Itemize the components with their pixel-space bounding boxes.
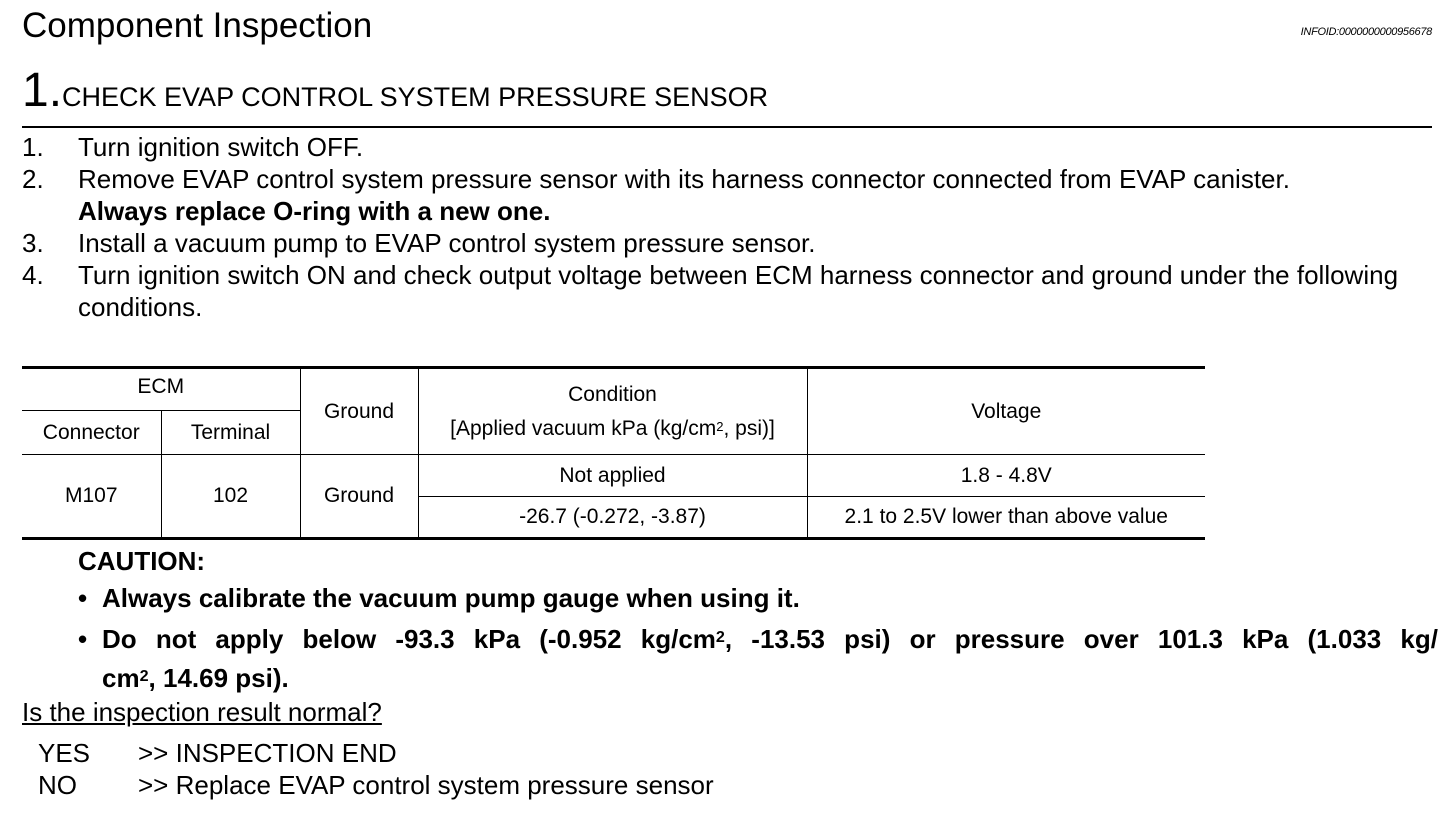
list-item: 4. Turn ignition switch ON and check out… xyxy=(22,259,1442,323)
answer-list: YES >> INSPECTION END NO >> Replace EVAP… xyxy=(38,737,714,801)
header-condition-sub: [Applied vacuum kPa (kg/cm2, psi)] xyxy=(450,416,775,440)
step-number: 1. xyxy=(22,64,63,117)
caution-label: CAUTION: xyxy=(78,546,206,576)
bullet-marker: • xyxy=(78,583,88,613)
answer-key: NO xyxy=(38,770,77,800)
answer-key: YES xyxy=(38,738,91,768)
step-item-number: 1. xyxy=(22,132,44,162)
answer-value: >> INSPECTION END xyxy=(138,738,397,768)
header-ecm: ECM xyxy=(22,366,301,411)
info-id: INFOID:0000000000956678 xyxy=(1300,26,1433,38)
table-row: M107 102 Ground Not applied 1.8 - 4.8V xyxy=(22,454,1205,540)
step-item-note: Always replace O-ring with a new one. xyxy=(78,196,551,226)
procedure-steps: 1. Turn ignition switch OFF. 2. Remove E… xyxy=(22,131,1442,323)
caution-item-line: Do not apply below -93.3 kPa (-0.952 kg/… xyxy=(102,624,1438,654)
step-item-text: Install a vacuum pump to EVAP control sy… xyxy=(78,228,816,258)
bullet-marker: • xyxy=(78,624,88,654)
header-ground: Ground xyxy=(300,366,419,455)
cell-condition: -26.7 (-0.272, -3.87) xyxy=(418,496,808,540)
caution-item-line: cm2, 14.69 psi). xyxy=(102,663,289,693)
header-condition: Condition [Applied vacuum kPa (kg/cm2, p… xyxy=(418,366,808,455)
header-connector: Connector xyxy=(22,410,162,455)
step-item-text: Turn ignition switch ON and check output… xyxy=(78,260,1399,322)
page-title: Component Inspection xyxy=(22,6,373,45)
step-item-text: Turn ignition switch OFF. xyxy=(78,132,364,162)
cell-terminal: 102 xyxy=(161,454,301,540)
header-condition-label: Condition xyxy=(568,382,657,406)
caution-item: • Always calibrate the vacuum pump gauge… xyxy=(78,579,1438,618)
header-terminal: Terminal xyxy=(161,410,301,455)
caution-item: • Do not apply below -93.3 kPa (-0.952 k… xyxy=(78,620,1438,698)
step-item-text: Remove EVAP control system pressure sens… xyxy=(78,164,1290,194)
answer-row: YES >> INSPECTION END xyxy=(38,737,714,769)
cell-voltage: 1.8 - 4.8V xyxy=(807,454,1205,497)
step-heading: 1.CHECK EVAP CONTROL SYSTEM PRESSURE SEN… xyxy=(22,66,768,116)
cell-connector: M107 xyxy=(22,454,162,540)
cell-voltage: 2.1 to 2.5V lower than above value xyxy=(807,496,1205,540)
list-item: 1. Turn ignition switch OFF. xyxy=(22,131,1442,163)
step-item-number: 4. xyxy=(22,260,44,290)
list-item: 2. Remove EVAP control system pressure s… xyxy=(22,163,1442,227)
list-item: 3. Install a vacuum pump to EVAP control… xyxy=(22,227,1442,259)
step-item-number: 3. xyxy=(22,228,44,258)
heading-divider xyxy=(22,126,1432,128)
caution-item-text: Always calibrate the vacuum pump gauge w… xyxy=(102,583,800,613)
answer-value: >> Replace EVAP control system pressure … xyxy=(138,770,714,800)
caution-block: CAUTION: • Always calibrate the vacuum p… xyxy=(78,545,1438,698)
table-row: -26.7 (-0.272, -3.87) 2.1 to 2.5V lower … xyxy=(22,496,1205,540)
header-voltage: Voltage xyxy=(807,366,1205,455)
cell-ground: Ground xyxy=(300,454,419,540)
inspection-question: Is the inspection result normal? xyxy=(22,697,382,727)
answer-row: NO >> Replace EVAP control system pressu… xyxy=(38,769,714,801)
step-item-number: 2. xyxy=(22,164,44,194)
voltage-spec-table: ECM Ground Condition [Applied vacuum kPa… xyxy=(22,366,1205,540)
cell-condition: Not applied xyxy=(418,454,808,497)
step-title: CHECK EVAP CONTROL SYSTEM PRESSURE SENSO… xyxy=(62,82,769,112)
